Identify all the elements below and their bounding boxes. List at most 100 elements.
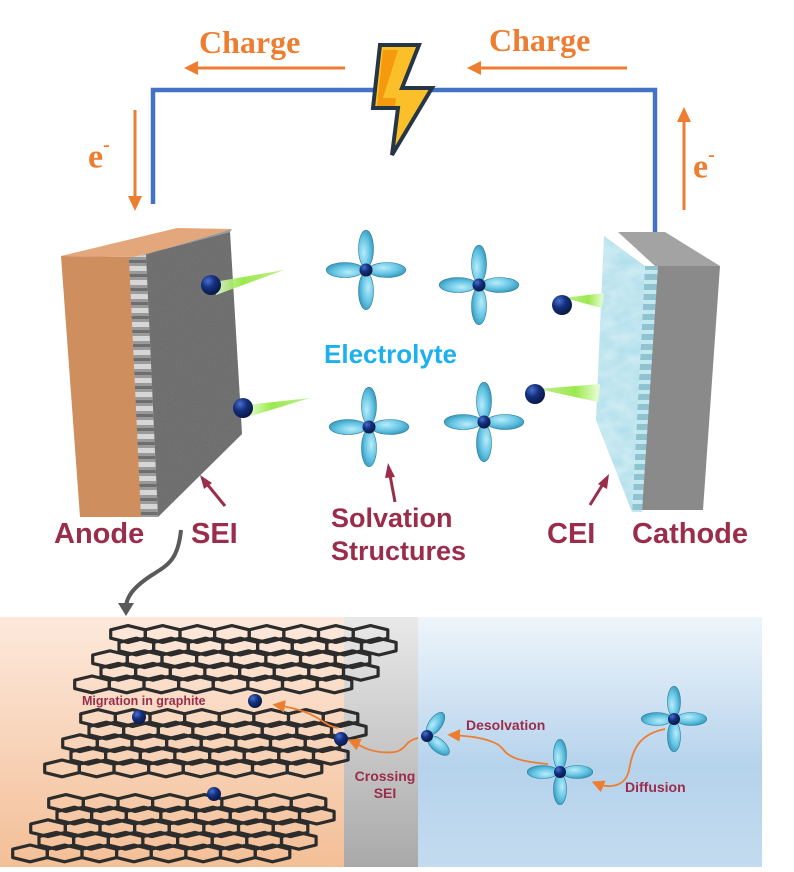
sei-edge — [129, 254, 158, 517]
solvent-molecule — [471, 244, 487, 283]
charge-label-left: Charge — [199, 24, 301, 60]
lithium-ion — [421, 730, 433, 742]
solvation-cluster — [443, 381, 525, 463]
desolvation-label: Desolvation — [466, 717, 546, 733]
cathode-top — [618, 232, 720, 266]
anode-copper-front — [61, 256, 141, 517]
panel-ions — [132, 694, 348, 801]
solvation-label-line1: Solvation — [331, 503, 453, 533]
electron-arrow-up — [677, 107, 691, 210]
solvent-molecule — [553, 738, 567, 771]
solvent-molecule — [476, 424, 492, 463]
lithium-ion — [359, 263, 373, 277]
carbon-ring — [311, 745, 350, 766]
carbon-ring — [315, 674, 354, 695]
solvent-molecule — [361, 386, 377, 425]
solvent-molecule — [667, 685, 681, 718]
solvent-molecule — [640, 712, 673, 726]
cathode-front — [641, 266, 720, 510]
solvation-structures — [325, 229, 525, 468]
solvent-molecule — [438, 277, 477, 293]
electron-charge: - — [103, 134, 110, 156]
solvent-molecule — [481, 277, 520, 293]
solvent-molecule — [368, 262, 407, 278]
carbon-ring — [253, 843, 292, 864]
charge-label-right: Charge — [489, 22, 591, 58]
solvent-molecule — [358, 229, 374, 268]
solvent-molecule — [325, 262, 364, 278]
solvation-pointer-arrow — [385, 463, 397, 503]
charge-arrow-left — [184, 61, 345, 75]
electron-symbol: e — [88, 138, 104, 176]
carbon-ring — [289, 792, 328, 814]
carbon-ring — [341, 661, 380, 682]
sei-pointer-arrow — [200, 475, 227, 507]
zoom-in-arrow — [124, 529, 183, 609]
electron-arrow-down — [128, 110, 142, 211]
ion-crossing-sei — [334, 732, 348, 746]
lightning-bolt-icon — [370, 43, 436, 157]
lithium-ion — [362, 420, 376, 434]
solvation-cluster — [421, 712, 450, 756]
crossing-sei-line2: SEI — [373, 785, 397, 801]
anode-region — [0, 617, 346, 867]
anode-ion-top — [201, 270, 284, 295]
carbon-ring — [329, 720, 368, 741]
anode-label: Anode — [54, 518, 145, 550]
lithium-ion — [477, 415, 491, 429]
solvent-molecule — [328, 419, 367, 435]
solvent-molecule — [471, 287, 487, 326]
cei-label: CEI — [547, 518, 596, 550]
lithium-ion — [472, 278, 486, 292]
solvation-label-line2: Structures — [331, 536, 467, 566]
electrolyte-label: Electrolyte — [324, 339, 457, 369]
electrolyte-region — [418, 617, 762, 867]
sei-label: SEI — [191, 518, 238, 550]
cathode-electrode — [596, 232, 720, 512]
electron-label-left: e- — [88, 134, 110, 176]
ion-graphite-b — [132, 710, 146, 724]
cathode-label: Cathode — [632, 518, 748, 550]
graphite-layers — [11, 623, 398, 864]
process-arrows — [272, 700, 666, 793]
solvation-cluster — [438, 244, 520, 326]
solvent-molecule — [476, 381, 492, 420]
diffusion-label: Diffusion — [625, 779, 686, 795]
graphene-sheet — [43, 707, 368, 779]
solvation-cluster — [640, 685, 708, 753]
solvent-molecule — [361, 429, 377, 468]
ion-graphite-a — [248, 694, 262, 708]
arrow-into-graphite — [272, 700, 339, 729]
solvation-cluster — [325, 229, 407, 311]
solvent-molecule — [667, 720, 681, 753]
graphite-migration-label: Migration in graphite — [82, 694, 206, 708]
solvent-molecule — [358, 272, 374, 311]
solvent-molecule — [371, 419, 410, 435]
anode-electrode — [61, 228, 242, 517]
solvent-molecule — [553, 773, 567, 806]
crossing-sei-line1: Crossing — [354, 768, 416, 784]
arrow-crossing-sei — [347, 737, 419, 754]
carbon-ring — [285, 758, 324, 779]
solvent-molecule — [443, 414, 482, 430]
cei-pointer-arrow — [588, 474, 609, 506]
lithium-ion — [668, 713, 680, 725]
anode-copper-top — [61, 228, 232, 257]
anode-ion-bottom — [233, 398, 310, 418]
arrow-diffusion — [591, 728, 666, 793]
carbon-ring — [303, 733, 342, 754]
solvent-molecule — [486, 414, 525, 430]
carbon-ring — [279, 830, 318, 851]
cathode-ion-top — [552, 293, 604, 315]
zoom-panel — [0, 617, 762, 867]
crossing-sei-label: Crossing SEI — [350, 768, 420, 802]
solvation-cluster — [328, 386, 410, 468]
cei-edge — [632, 266, 658, 512]
carbon-ring — [359, 636, 398, 657]
solvent-molecule — [526, 765, 559, 779]
carbon-ring — [351, 623, 390, 645]
cathode-ion-bottom — [525, 384, 600, 404]
electron-label-right: e- — [693, 144, 715, 186]
